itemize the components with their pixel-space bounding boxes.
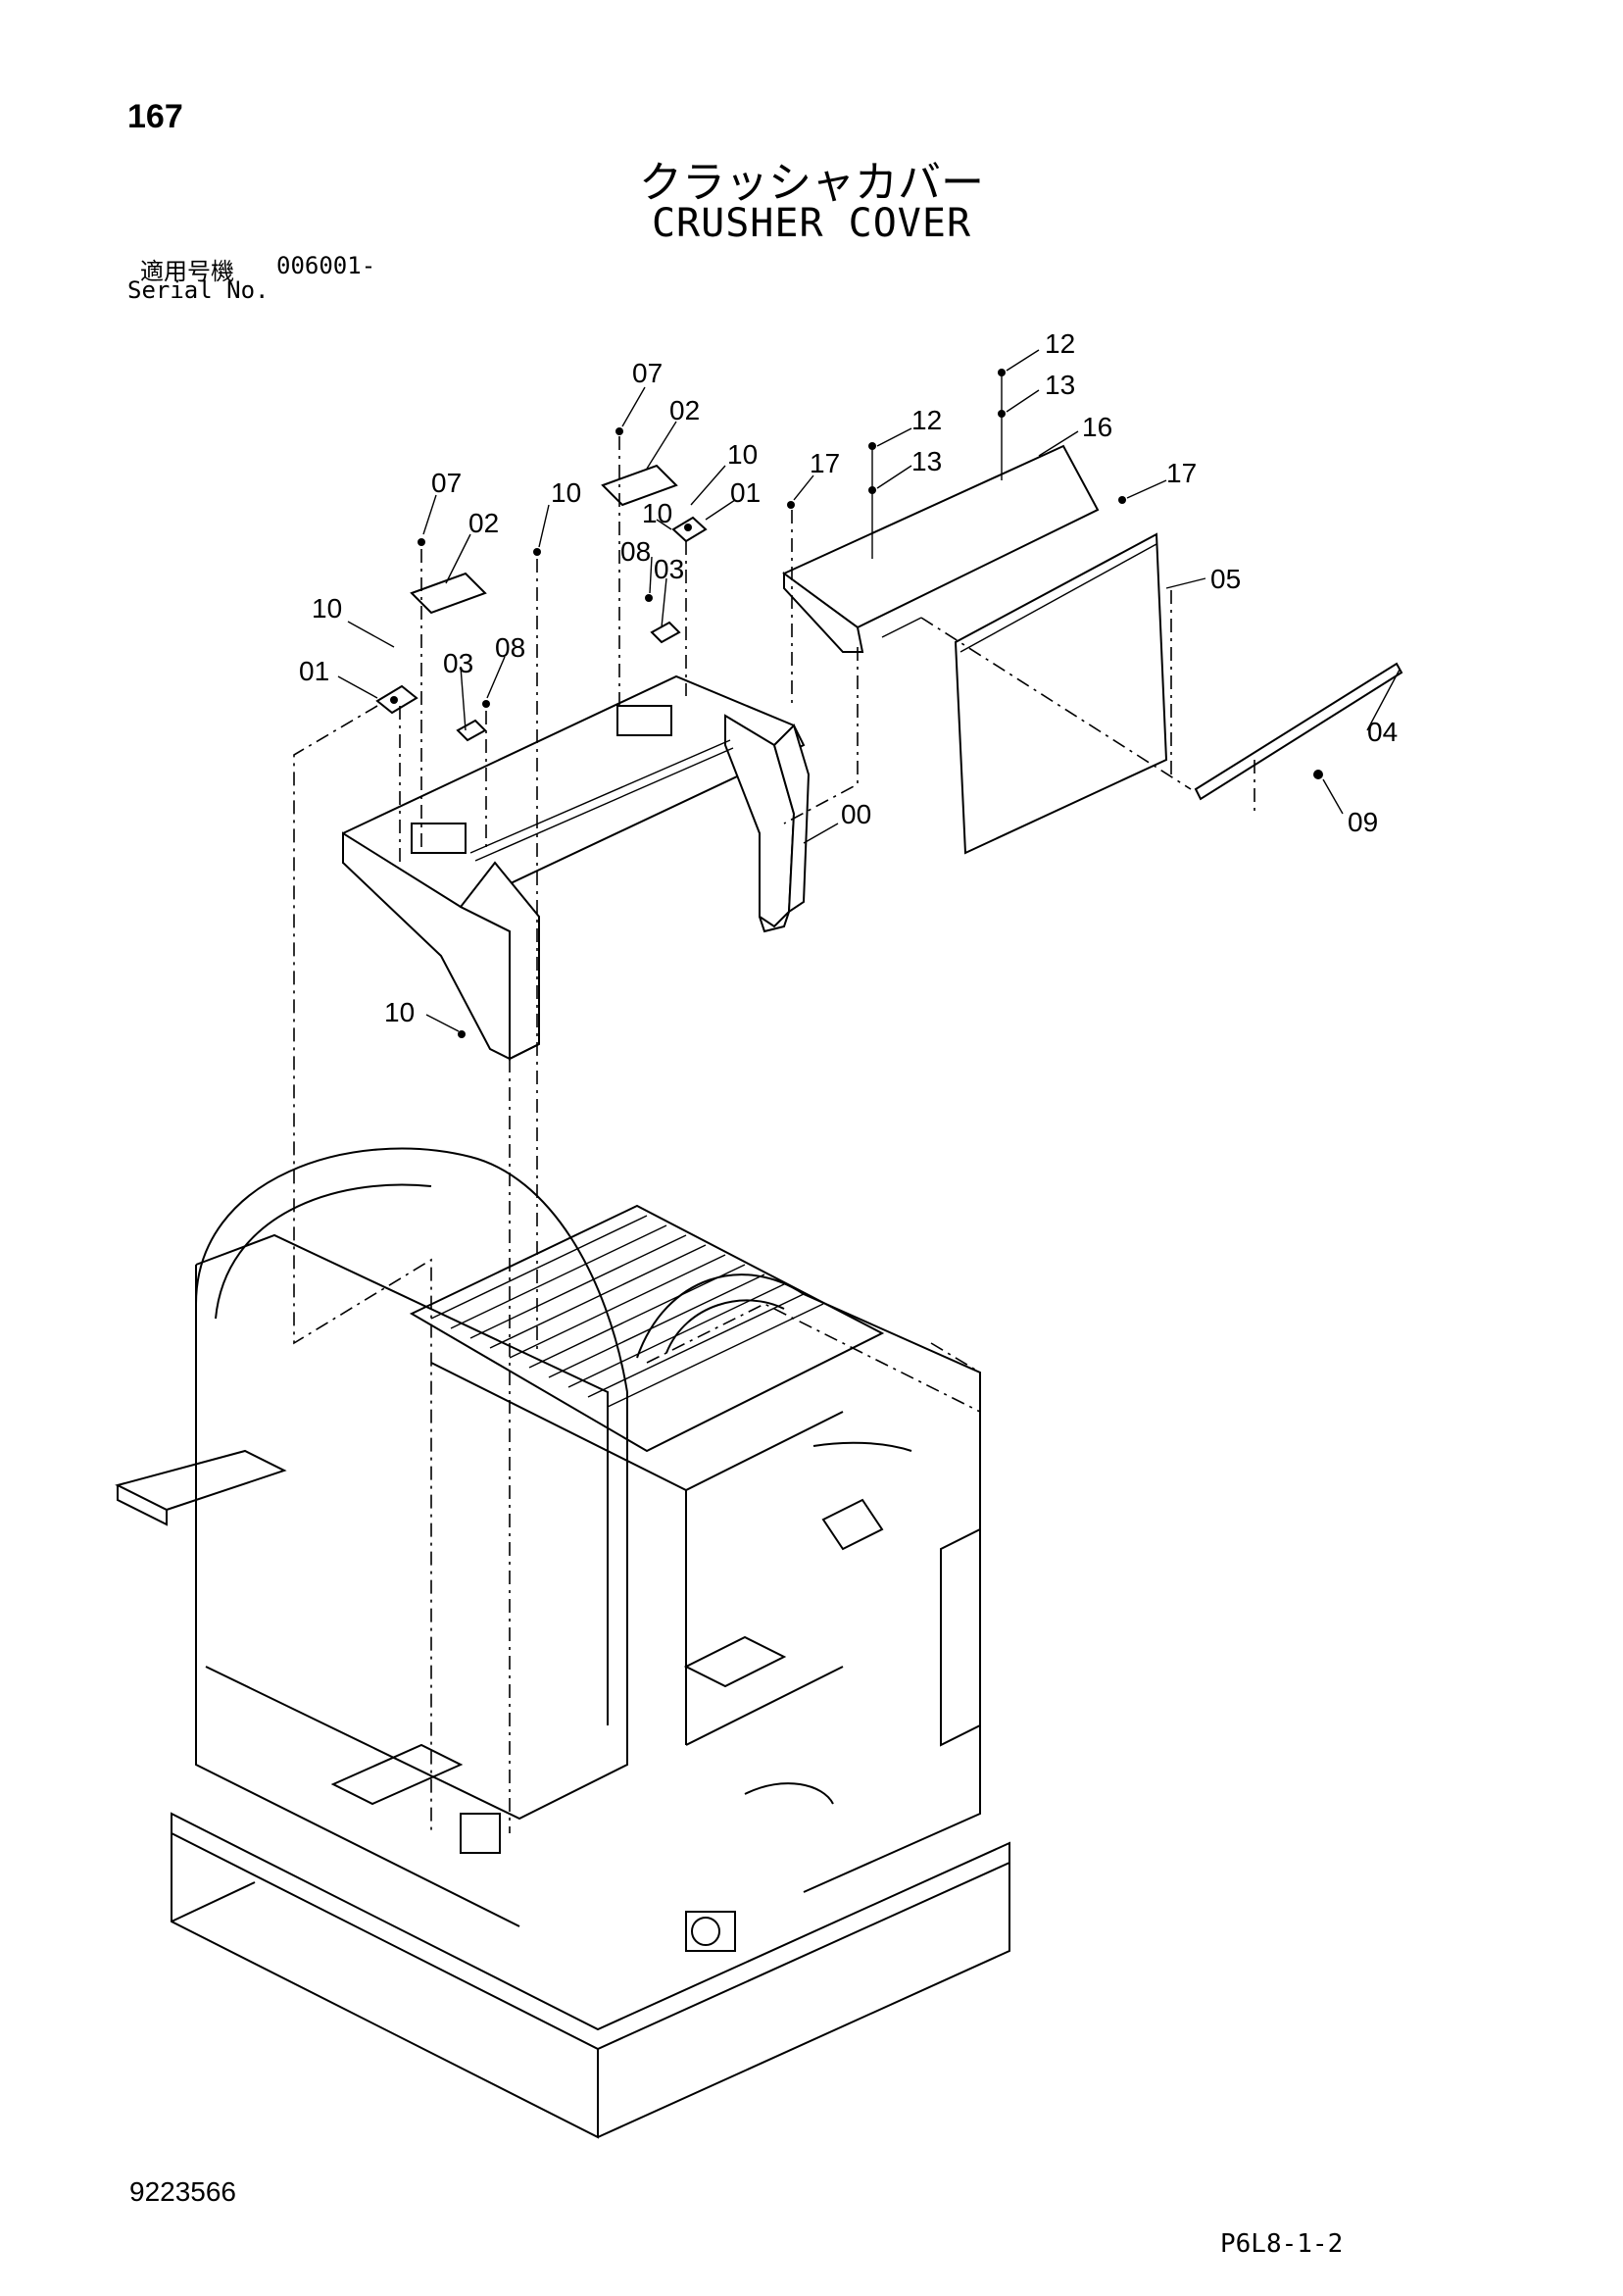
- callout-12-b: 12: [1045, 328, 1075, 359]
- bracket-03-right: [650, 621, 681, 644]
- bracket-01-right: [671, 516, 708, 543]
- callout-10-b: 10: [551, 477, 581, 508]
- crusher-body: [115, 1147, 1010, 2139]
- callout-08-a: 08: [495, 632, 525, 663]
- callout-17-a: 17: [810, 448, 840, 478]
- page-number: 167: [127, 98, 183, 135]
- callout-16: 16: [1082, 412, 1112, 442]
- bracket-01-left: [375, 684, 418, 715]
- callout-10-a: 10: [312, 593, 342, 624]
- callout-10-e: 10: [384, 997, 415, 1027]
- assembly-phantom-lines: [293, 436, 1255, 1833]
- callout-10-d: 10: [642, 498, 672, 528]
- callout-leaders: [337, 349, 1401, 1032]
- page-title-japanese: クラッシャカバー: [639, 158, 984, 208]
- sheet-code: P6L8-1-2: [1220, 2229, 1344, 2259]
- callout-09: 09: [1348, 807, 1378, 837]
- callout-01-b: 01: [730, 477, 761, 508]
- top-cover-panel-16: [782, 444, 1100, 653]
- callout-02-a: 02: [468, 508, 499, 538]
- serial-label-english: Serial No.: [127, 276, 270, 304]
- cover-strip-04: [1194, 662, 1403, 801]
- side-cover-panel-05: [954, 532, 1168, 855]
- callout-04: 04: [1367, 717, 1398, 747]
- callout-08-b: 08: [620, 536, 651, 567]
- callout-05: 05: [1210, 564, 1241, 594]
- page-title-english: CRUSHER COVER: [651, 201, 972, 246]
- crusher-cover-main-panel: [342, 674, 811, 1061]
- callout-17-b: 17: [1166, 458, 1197, 488]
- callout-02-b: 02: [669, 395, 700, 425]
- bolt-set: [418, 369, 1323, 1038]
- callout-13-b: 13: [1045, 370, 1075, 400]
- bracket-03-left: [456, 719, 487, 742]
- serial-number-value: 006001-: [276, 252, 376, 279]
- callout-13-a: 13: [911, 446, 942, 476]
- callout-03-a: 03: [443, 648, 473, 678]
- callout-07-b: 07: [632, 358, 663, 388]
- callout-03-b: 03: [654, 554, 684, 584]
- serial-label-japanese: 適用号機: [140, 258, 234, 285]
- cover-plate-02-right: [601, 464, 678, 507]
- callout-12-a: 12: [911, 405, 942, 435]
- callout-00: 00: [841, 799, 871, 829]
- callout-10-c: 10: [727, 439, 758, 470]
- callout-07-a: 07: [431, 468, 462, 498]
- callout-01-a: 01: [299, 656, 329, 686]
- drawing-number: 9223566: [129, 2176, 237, 2207]
- callout-labels: 10 01 07 02 03 08 10 07 02 10 01 10 08 0…: [299, 328, 1398, 1027]
